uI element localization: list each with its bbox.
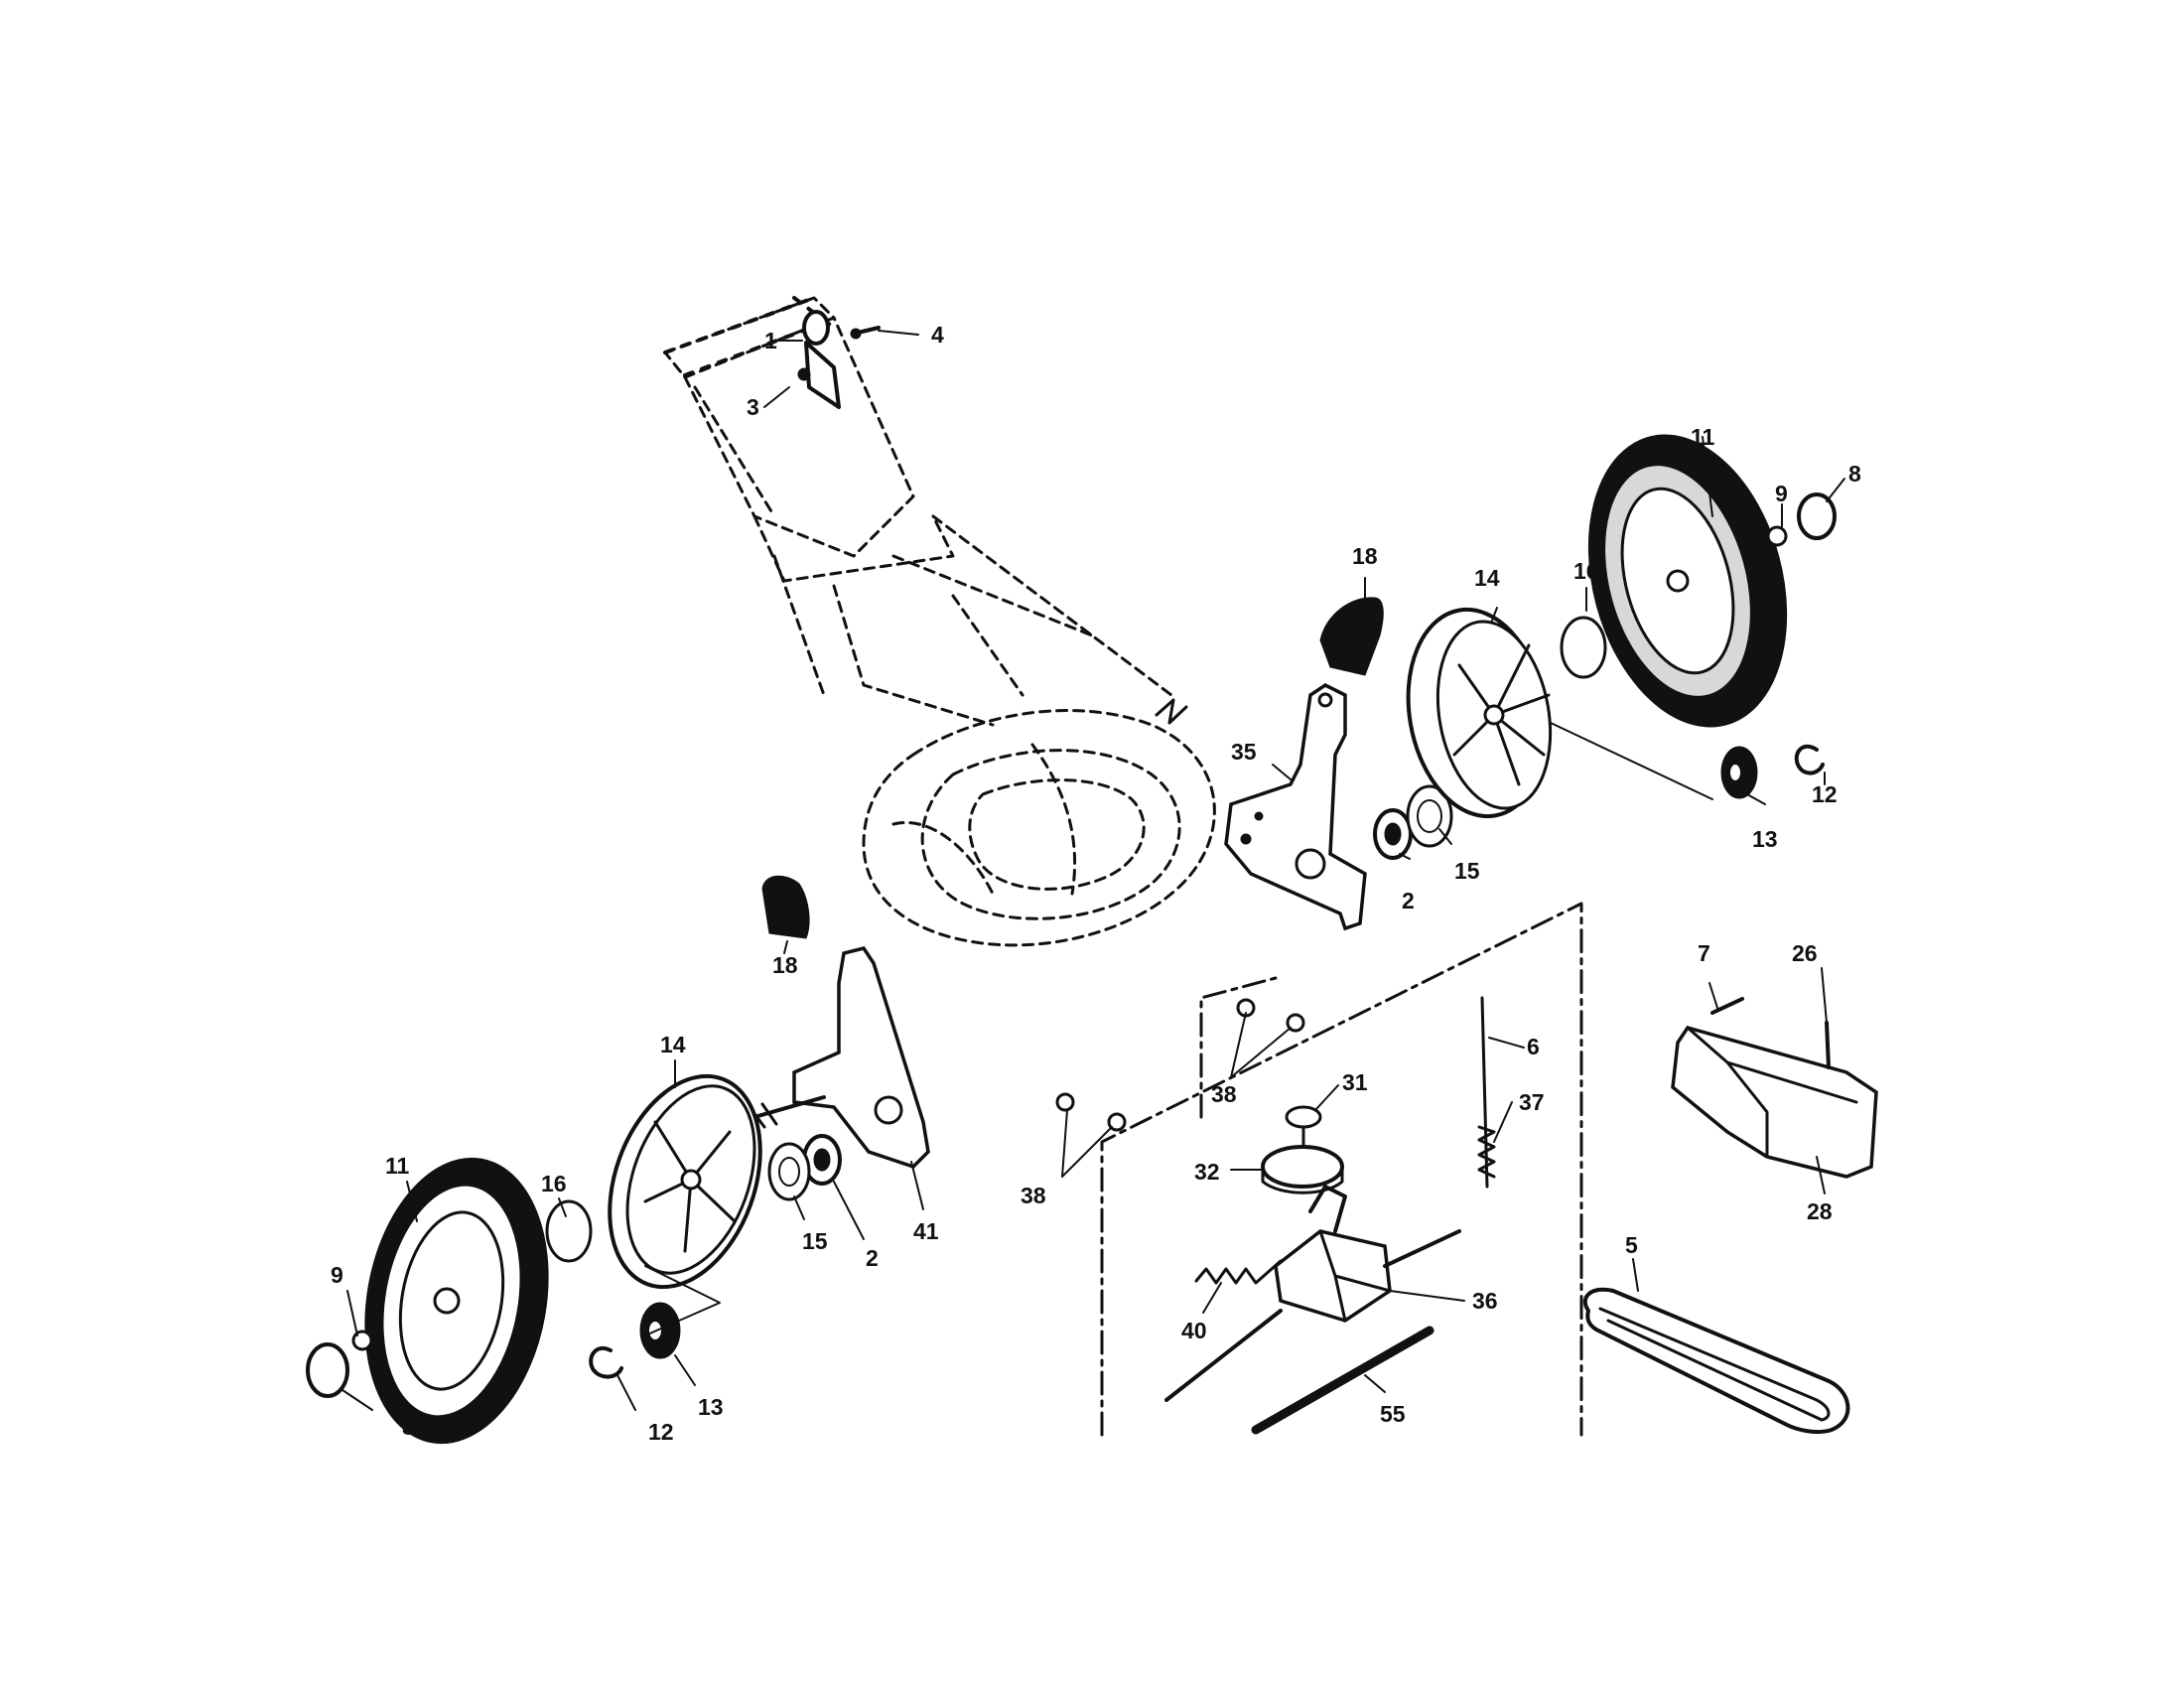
callout-6: 6 — [1527, 1034, 1540, 1059]
callout-5: 5 — [1625, 1232, 1638, 1258]
callout-26: 26 — [1792, 940, 1818, 966]
nuts-38 — [1055, 998, 1305, 1132]
callout-28: 28 — [1807, 1198, 1833, 1224]
gear-left — [767, 1142, 811, 1201]
callout-1: 1 — [764, 328, 777, 353]
callout-37: 37 — [1519, 1089, 1545, 1115]
callout-55: 55 — [1380, 1401, 1406, 1427]
leader-lines — [341, 330, 1845, 1411]
callout-14-left: 14 — [660, 1032, 686, 1057]
clip-right — [1794, 744, 1825, 775]
nut-right — [1766, 525, 1788, 547]
pinion-right — [1720, 746, 1758, 799]
callout-labels: 1 3 4 11 9 8 16 14 18 35 2 15 12 13 18 1… — [331, 322, 1861, 1445]
phantom-handle-outline — [663, 296, 1173, 727]
callout-41: 41 — [913, 1218, 939, 1244]
washer-right — [1560, 616, 1607, 679]
callout-16-right: 16 — [1573, 558, 1599, 584]
screw-26 — [1825, 1021, 1831, 1069]
callout-2-left: 2 — [866, 1245, 879, 1271]
callout-9-left: 9 — [331, 1262, 343, 1288]
wheel-liner-right — [1406, 607, 1553, 819]
callout-7: 7 — [1698, 940, 1710, 966]
callout-31: 31 — [1342, 1069, 1368, 1095]
rod-55 — [1251, 1326, 1434, 1435]
drive-bracket-right — [1224, 682, 1367, 931]
wheel-liner-left — [608, 1073, 762, 1290]
clip-left — [589, 1346, 623, 1379]
drive-bracket-left — [748, 946, 930, 1170]
callout-15-right: 15 — [1454, 858, 1480, 884]
callout-40: 40 — [1181, 1318, 1207, 1343]
pinion-left — [639, 1302, 681, 1359]
callout-11-left: 11 — [385, 1153, 410, 1179]
hubcap-right — [1319, 597, 1384, 676]
callout-16-left: 16 — [541, 1171, 567, 1196]
cable-break-symbol — [1155, 698, 1188, 725]
bolt-7 — [1710, 997, 1744, 1015]
spring-40 — [1194, 1259, 1283, 1285]
callout-38-left: 38 — [1021, 1183, 1046, 1208]
wheel-right — [1587, 434, 1788, 728]
spring-37 — [1477, 1125, 1496, 1179]
callout-13-left: 13 — [698, 1394, 724, 1420]
washer-left — [545, 1199, 593, 1263]
callout-2-right: 2 — [1402, 888, 1415, 913]
callout-11-right: 11 — [1691, 424, 1715, 450]
control-rod — [1480, 996, 1489, 1189]
phantom-deck-outline — [862, 709, 1216, 947]
callout-32: 32 — [1194, 1159, 1220, 1185]
callout-38-right: 38 — [1211, 1081, 1237, 1107]
callout-3: 3 — [747, 394, 759, 420]
hubcap-cover-left — [306, 1342, 349, 1398]
callout-18-left: 18 — [772, 952, 798, 978]
callout-12-right: 12 — [1812, 781, 1838, 807]
wheel-left — [364, 1157, 549, 1445]
callout-36: 36 — [1472, 1288, 1498, 1314]
transmission-group-frame — [1100, 902, 1583, 1437]
callout-9-right: 9 — [1775, 481, 1788, 506]
callout-13-right: 13 — [1752, 826, 1778, 852]
callout-15-left: 15 — [802, 1228, 828, 1254]
nut-group-frame — [1199, 976, 1278, 1119]
transmission-36 — [1164, 1185, 1461, 1402]
drive-belt-5 — [1582, 1287, 1850, 1435]
pulley-32 — [1261, 1145, 1344, 1194]
callout-12-left: 12 — [648, 1419, 674, 1445]
bearing-right — [1373, 808, 1413, 860]
hubcap-left — [761, 875, 810, 939]
control-lever — [797, 310, 881, 409]
hubcap-cover-right — [1797, 492, 1837, 540]
drive-belt-inner — [1598, 1307, 1831, 1422]
callout-8-right: 8 — [1848, 461, 1861, 487]
callout-35: 35 — [1231, 739, 1257, 765]
belt-cover-28 — [1671, 1025, 1878, 1179]
callout-4: 4 — [931, 322, 944, 348]
callout-8-left: 8 — [402, 1414, 415, 1440]
callout-18-right: 18 — [1352, 543, 1378, 569]
callout-14-right: 14 — [1474, 565, 1500, 591]
